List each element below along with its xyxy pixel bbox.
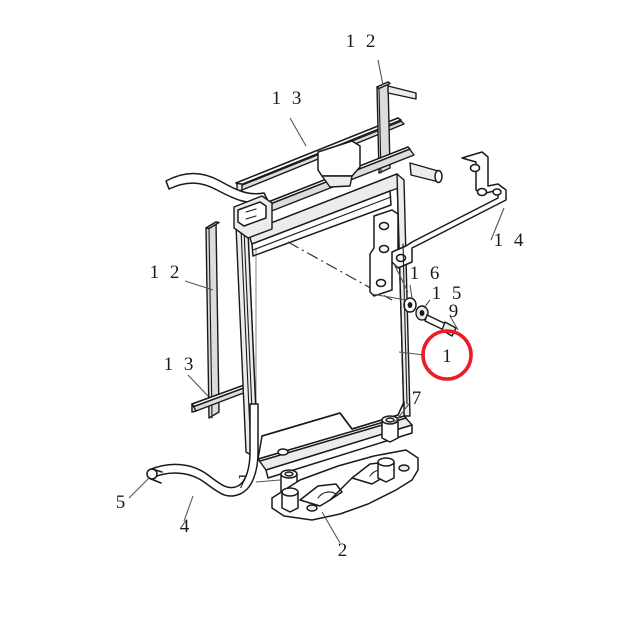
outlet-nipple — [409, 162, 443, 184]
top-rail-stub — [387, 85, 417, 100]
part-1-radiator-core — [233, 140, 443, 479]
core-right-edge — [402, 243, 408, 405]
leader-lines — [128, 59, 505, 544]
callout-13-left: 1 3 — [164, 354, 197, 375]
callout-7-right: 7 — [412, 388, 425, 409]
part-16-washer — [403, 297, 417, 313]
callout-1-highlighted: 1 — [442, 346, 452, 367]
radiator-cap — [317, 140, 361, 188]
part-7-rubber-mount-right — [381, 415, 399, 443]
callout-4: 4 — [180, 516, 193, 537]
part-2-lower-mounting-plate — [271, 449, 419, 521]
callout-5: 5 — [116, 492, 129, 513]
callout-7-left: 7 — [238, 472, 251, 493]
part-12-upright-rail-left — [205, 221, 220, 419]
callout-14: 1 4 — [494, 230, 527, 251]
part-5-hose-clamp — [146, 468, 163, 484]
callout-2: 2 — [338, 540, 351, 561]
callout-16: 1 6 — [410, 263, 443, 284]
part-15-washer-small — [415, 305, 429, 321]
part-14-side-bracket — [391, 151, 507, 269]
callout-12-top: 1 2 — [346, 31, 379, 52]
highlight-circle-part-1[interactable] — [421, 329, 473, 381]
bracket-middle — [369, 209, 399, 297]
callout-15: 1 5 — [432, 283, 465, 304]
callout-9: 9 — [449, 301, 462, 322]
callout-12-left: 1 2 — [150, 262, 183, 283]
callout-13-top: 1 3 — [272, 88, 305, 109]
